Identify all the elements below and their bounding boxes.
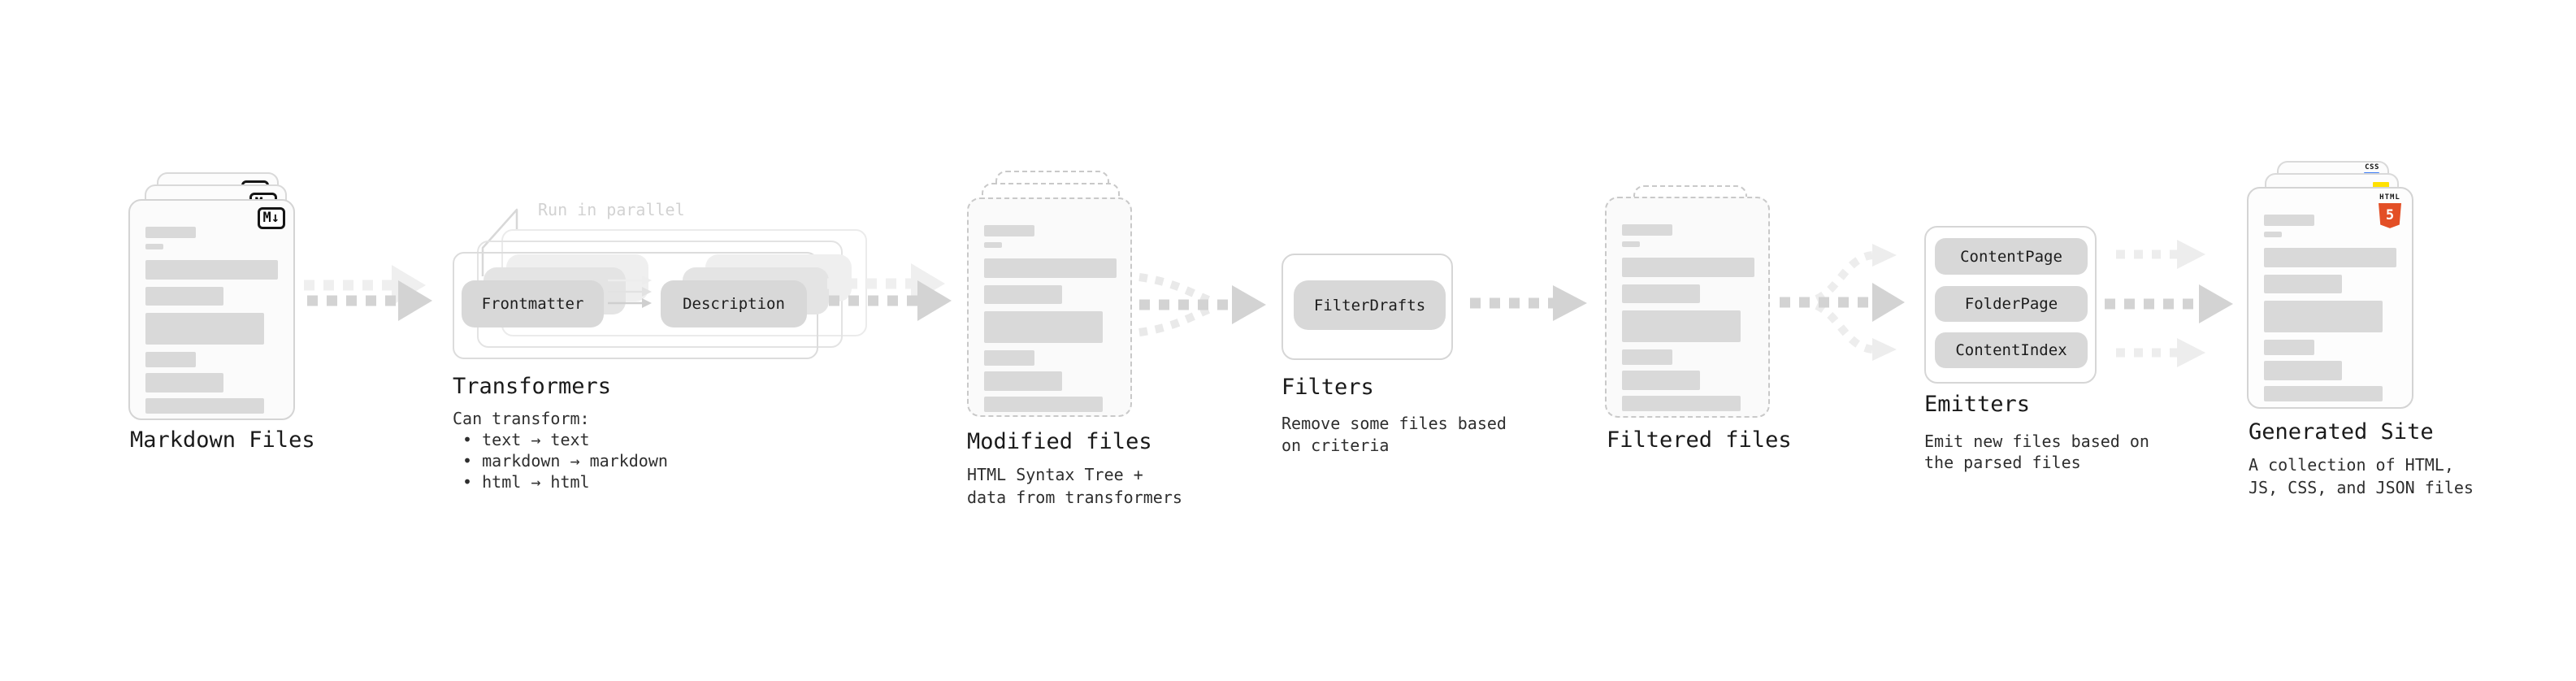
arrow-filters-to-filtered [1470, 285, 1587, 321]
filters-box: FilterDrafts [1281, 254, 1453, 360]
html5-icon-shield: 5 [2379, 202, 2401, 228]
skeleton-bar [984, 242, 1002, 248]
contentindex-pill: ContentIndex [1935, 332, 2088, 368]
skeleton-bar [145, 313, 264, 345]
filters-subtitle: Remove some files based on criteria [1281, 414, 1507, 455]
markdown-file-card: M↓ [128, 199, 295, 420]
html5-icon-label: HTML [2379, 193, 2400, 202]
modified-subtitle: HTML Syntax Tree + data from transformer… [967, 465, 1182, 507]
skeleton-bar [145, 260, 278, 280]
folderpage-pill: FolderPage [1935, 286, 2088, 322]
generated-file-card: HTML 5 [2247, 187, 2413, 409]
stage-title-markdown: Markdown Files [130, 427, 315, 453]
skeleton-bar [1622, 396, 1741, 411]
transformers-details: Can transform: • text → text • markdown … [453, 409, 668, 492]
skeleton-bar [145, 398, 264, 414]
skeleton-bar [145, 352, 196, 367]
skeleton-bar [984, 311, 1103, 343]
skeleton-bar [145, 373, 223, 393]
filterdrafts-pill: FilterDrafts [1294, 280, 1446, 330]
file-skeleton [2264, 215, 2396, 401]
skeleton-bar [984, 225, 1034, 236]
arrow-modified-to-filters-merge [1138, 273, 1266, 336]
generated-subtitle: A collection of HTML, JS, CSS, and JSON … [2249, 455, 2474, 497]
skeleton-bar [2264, 248, 2396, 267]
css-icon-label: CSS [2365, 163, 2379, 171]
skeleton-bar [984, 350, 1034, 366]
skeleton-bar [2264, 361, 2342, 380]
run-in-parallel-note: Run in parallel [538, 200, 685, 219]
contentpage-pill: ContentPage [1935, 238, 2088, 275]
stage-title-transformers: Transformers [453, 374, 612, 399]
file-skeleton [1622, 224, 1754, 411]
skeleton-bar [1622, 224, 1672, 236]
skeleton-bar [1622, 284, 1700, 303]
skeleton-bar [145, 287, 223, 306]
arrow-filtered-to-emitters-split [1780, 244, 1905, 361]
stage-title-emitters: Emitters [1924, 392, 2031, 417]
emitters-subtitle: Emit new files based on the parsed files [1924, 432, 2149, 472]
skeleton-bar [2264, 340, 2314, 355]
skeleton-bar [984, 371, 1062, 391]
skeleton-bar [1622, 310, 1741, 342]
js-icon [2373, 182, 2389, 191]
skeleton-bar [2264, 215, 2314, 226]
stage-title-filters: Filters [1281, 375, 1374, 400]
skeleton-bar [1622, 241, 1640, 247]
skeleton-bar [145, 227, 196, 238]
run-in-parallel-callout-line [481, 208, 518, 276]
frontmatter-pill: Frontmatter [462, 280, 604, 327]
arrow-markdown-to-transformers [304, 265, 432, 321]
skeleton-bar [1622, 349, 1672, 365]
skeleton-bar [984, 397, 1103, 412]
html5-icon: HTML 5 [2378, 193, 2402, 228]
modified-file-card [967, 197, 1132, 417]
markdown-icon: M↓ [257, 207, 285, 229]
arrows-emitters-to-generated [2105, 240, 2233, 367]
stage-title-filtered: Filtered files [1607, 427, 1792, 453]
stage-title-generated: Generated Site [2249, 419, 2434, 445]
emitters-box: ContentPage FolderPage ContentIndex [1924, 226, 2097, 384]
file-skeleton [145, 227, 278, 414]
skeleton-bar [1622, 371, 1700, 390]
skeleton-bar [2264, 301, 2383, 332]
skeleton-bar [984, 258, 1117, 278]
skeleton-bar [145, 244, 163, 249]
skeleton-bar [2264, 232, 2282, 237]
arrow-transformers-to-modified [827, 263, 952, 321]
skeleton-bar [984, 285, 1062, 304]
filtered-file-card [1605, 197, 1770, 418]
file-skeleton [984, 225, 1117, 412]
stage-title-modified: Modified files [967, 429, 1152, 454]
skeleton-bar [1622, 258, 1754, 277]
arrows-frontmatter-to-description [608, 275, 652, 308]
skeleton-bar [2264, 275, 2342, 293]
description-pill: Description [661, 280, 807, 327]
html5-icon-number: 5 [2385, 207, 2395, 224]
skeleton-bar [2264, 386, 2383, 401]
